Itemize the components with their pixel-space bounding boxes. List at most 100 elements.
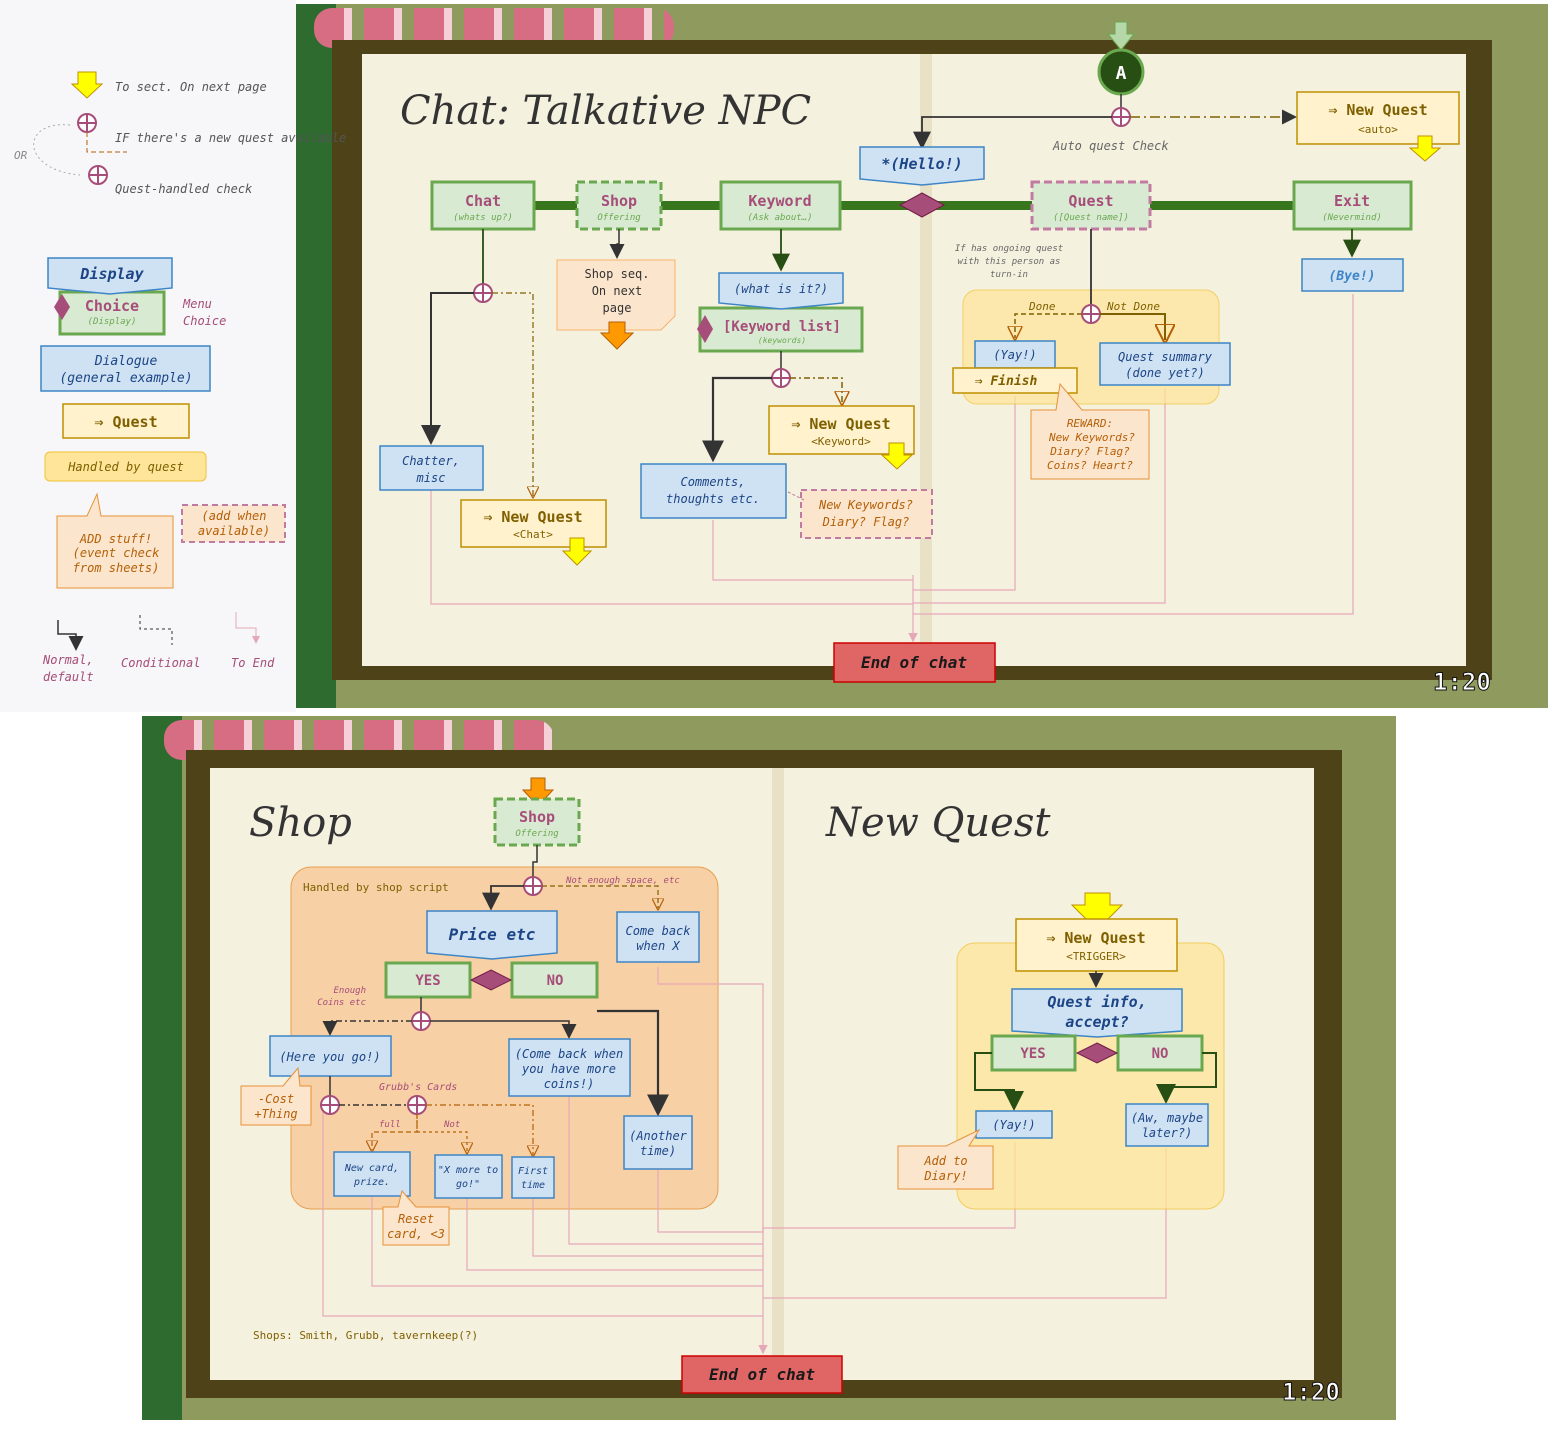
what-is-it-dialogue — [718, 272, 844, 310]
keyword-diamond-icon — [697, 315, 713, 343]
price-diamond-icon — [469, 969, 513, 991]
orange-arrow-icon — [599, 321, 635, 350]
svg-text:*(Hello!): *(Hello!) — [881, 155, 962, 173]
price-dialogue — [426, 910, 558, 960]
shops-note: Shops: Smith, Grubb, tavernkeep(?) — [253, 1329, 478, 1342]
end-of-chat — [681, 1355, 843, 1394]
svg-text:⇒ Finish: ⇒ Finish — [975, 374, 1038, 389]
menu-item-chat: Chat (whats up?) — [430, 180, 536, 231]
svg-text:NO: NO — [1152, 1046, 1169, 1062]
svg-text:Price etc: Price etc — [449, 925, 536, 944]
hello-dialogue — [859, 146, 985, 186]
xor-check-icon — [77, 113, 97, 133]
quest-summary-dialogue — [1099, 342, 1231, 386]
end-of-chat — [833, 642, 996, 683]
menu-diamond-icon — [898, 192, 946, 218]
new-keywords-note — [800, 489, 933, 539]
legend-to-end: To End — [231, 656, 275, 670]
svg-text:Not: Not — [443, 1120, 460, 1130]
yellow-arrow-icon — [1408, 135, 1442, 162]
svg-text:⇒ New Quest: ⇒ New Quest — [1328, 101, 1427, 119]
chat-page-title: Chat: Talkative NPC — [400, 88, 811, 134]
svg-text:Quest summary(done yet?): Quest summary(done yet?) — [1118, 350, 1213, 380]
coins-check-icon — [411, 1011, 431, 1031]
svg-text:Quest: Quest — [1068, 192, 1113, 210]
keyword-check-icon — [771, 368, 791, 388]
svg-text:(Yay!): (Yay!) — [992, 1118, 1035, 1132]
svg-text:Grubb's Cards: Grubb's Cards — [379, 1082, 457, 1093]
svg-text:Handled by shop script: Handled by shop script — [303, 881, 449, 894]
svg-text:End of chat: End of chat — [709, 1365, 815, 1384]
yellow-arrow-icon — [1070, 892, 1124, 931]
maybe-later-dialogue — [1125, 1103, 1209, 1147]
svg-text:Done: Done — [1028, 300, 1056, 313]
quest-yes-choice — [990, 1034, 1077, 1072]
svg-text:Offering: Offering — [597, 213, 641, 223]
quest-page-title: New Quest — [825, 800, 1051, 846]
svg-text:Not Done: Not Done — [1106, 300, 1160, 313]
auto-quest-check-icon — [1111, 107, 1131, 127]
svg-text:Not enough space, etc: Not enough space, etc — [565, 876, 680, 886]
here-you-go-dialogue — [269, 1035, 392, 1077]
svg-text:New card,prize.: New card,prize. — [344, 1163, 399, 1188]
shop-diagram: Shop Shop Offering Handled by shop scrip… — [240, 777, 1340, 1407]
yellow-arrow-icon — [880, 442, 914, 470]
choice-diamond-icon — [54, 294, 70, 320]
svg-text:A: A — [1116, 63, 1127, 84]
menu-bar — [480, 201, 1300, 210]
svg-text:(Ask about…): (Ask about…) — [747, 213, 812, 223]
normal-line-icon — [57, 620, 84, 651]
reset-callout — [382, 1189, 450, 1246]
cards-check-icon — [320, 1095, 340, 1115]
grass-left — [142, 716, 182, 1420]
svg-text:Quest info,accept?: Quest info,accept? — [1047, 993, 1146, 1031]
svg-text:(Here you go!): (Here you go!) — [279, 1050, 380, 1064]
legend-conditional: Conditional — [121, 656, 200, 670]
svg-text:(Bye!): (Bye!) — [1329, 269, 1376, 284]
hud-counter: 1:20 — [1433, 668, 1491, 696]
svg-text:<Keyword>: <Keyword> — [811, 435, 871, 448]
conditional-line-icon — [139, 615, 173, 645]
come-back-coins-dialogue — [508, 1038, 631, 1097]
book-spine — [772, 768, 784, 1380]
quest-yay-dialogue — [975, 1110, 1053, 1139]
svg-text:Chat: Chat — [465, 192, 501, 210]
menu-item-quest: Quest ([Quest name]) — [1030, 180, 1152, 231]
svg-text:Shop: Shop — [519, 808, 555, 826]
yellow-arrow-icon — [70, 71, 104, 99]
svg-text:REWARD:New Keywords?Diary? Fla: REWARD:New Keywords?Diary? Flag?Coins? H… — [1047, 417, 1135, 472]
quest-check-icon — [88, 165, 108, 185]
svg-text:Offering: Offering — [515, 829, 559, 839]
auto-quest-check-label: Auto quest Check — [1052, 139, 1169, 153]
svg-text:New Keywords?Diary? Flag?: New Keywords?Diary? Flag? — [818, 498, 913, 529]
add-diary-callout — [897, 1128, 994, 1190]
green-down-arrow-icon — [1106, 21, 1136, 51]
legend-display: Display — [79, 265, 144, 283]
quest-diamond-icon — [1075, 1042, 1119, 1064]
svg-text:<TRIGGER>: <TRIGGER> — [1066, 950, 1126, 963]
legend-quest: ⇒ Quest — [94, 413, 157, 431]
yay-dialogue — [974, 340, 1056, 369]
x-more-dialogue — [434, 1154, 503, 1199]
finish-quest — [952, 367, 1078, 394]
yellow-arrow-icon — [561, 537, 593, 566]
svg-text:-Cost+Thing: -Cost+Thing — [254, 1092, 297, 1121]
svg-text:Comments,thoughts etc.: Comments,thoughts etc. — [666, 475, 760, 506]
new-quest-trigger — [1015, 918, 1178, 972]
yes-choice — [384, 961, 472, 999]
first-time-dialogue — [511, 1156, 555, 1199]
svg-text:Chatter,misc: Chatter,misc — [402, 454, 460, 485]
svg-text:Keyword: Keyword — [748, 192, 811, 210]
svg-text:[Keyword list]: [Keyword list] — [723, 319, 841, 335]
